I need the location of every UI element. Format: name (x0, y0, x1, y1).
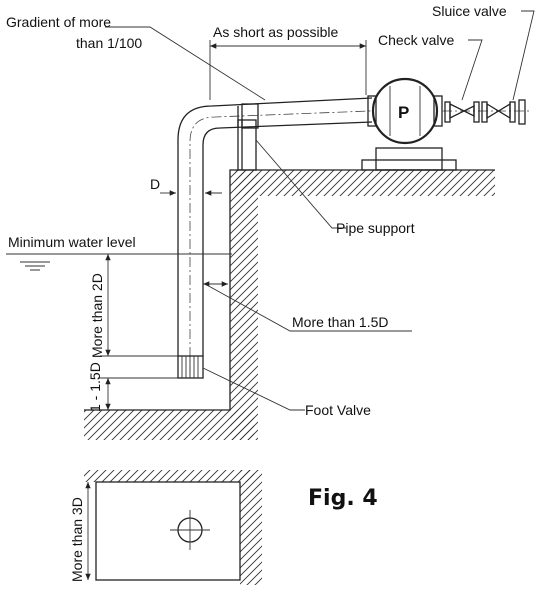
dim-more-2d: More than 2D (89, 254, 178, 358)
d-label: D (150, 176, 160, 192)
sluice-valve-label: Sluice valve (432, 3, 507, 19)
dim-range-15d: 1 - 1.5D (87, 362, 178, 412)
sluice-valve-callout: Sluice valve (432, 3, 535, 101)
suction-pipe (177, 97, 396, 375)
min-water-label: Minimum water level (8, 234, 136, 250)
gradient-label-line2: than 1/100 (76, 35, 142, 51)
discharge-line (442, 99, 532, 125)
pipe-support-label: Pipe support (336, 220, 415, 236)
check-valve-callout: Check valve (378, 32, 483, 101)
more-3d-label: More than 3D (69, 497, 85, 582)
more-15d-label: More than 1.5D (292, 314, 389, 330)
dim-more-15d: More than 1.5D (203, 281, 412, 332)
foot-valve-callout: Foot Valve (202, 367, 371, 418)
pipe-support-callout: Pipe support (255, 139, 415, 236)
check-valve-label: Check valve (378, 32, 454, 48)
dim-d: D (150, 176, 222, 196)
gradient-callout: Gradient of more than 1/100 (6, 14, 266, 101)
foot-valve (177, 355, 204, 379)
foot-valve-label: Foot Valve (305, 402, 371, 418)
pump: P (367, 77, 443, 145)
ground-hatching (84, 169, 495, 440)
water-level: Minimum water level (6, 234, 232, 271)
more-2d-label: More than 2D (89, 273, 105, 358)
pump-label: P (398, 103, 409, 122)
plan-view: More than 3D (69, 470, 262, 585)
range-15d-label: 1 - 1.5D (87, 362, 103, 412)
pump-base (361, 147, 457, 171)
gradient-label-line1: Gradient of more (6, 14, 111, 30)
figure-caption: Fig. 4 (308, 486, 378, 511)
dim-as-short: As short as possible (209, 24, 367, 100)
as-short-label: As short as possible (213, 24, 338, 40)
